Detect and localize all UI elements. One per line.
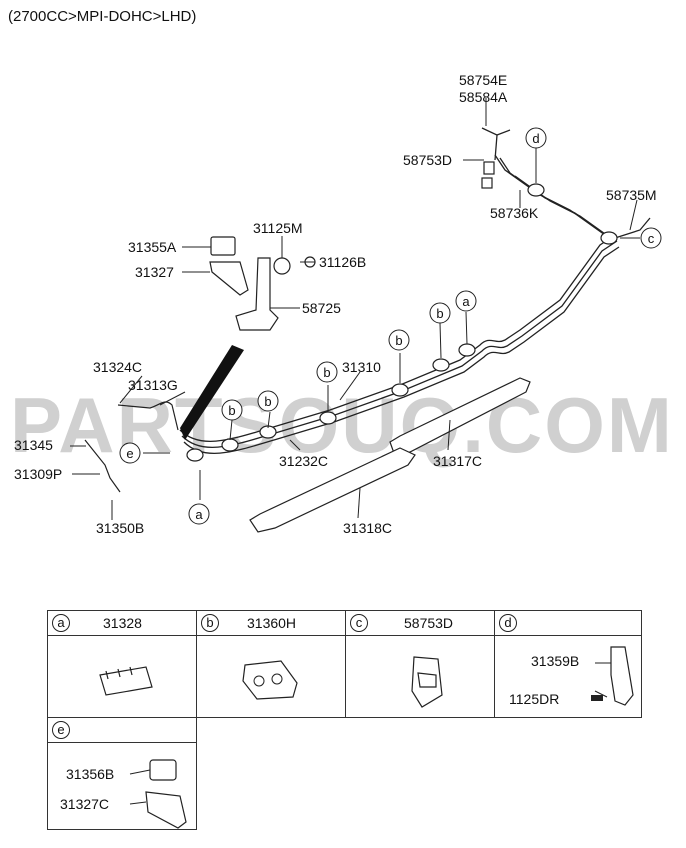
callout-a-1: a [462,294,470,309]
label-58735M: 58735M [606,187,657,203]
label-31232C: 31232C [279,453,328,469]
callouts [119,127,662,525]
watermark: PARTSOUQ.COM [10,381,674,469]
legend-header-c: c 58753D [346,611,494,636]
mount-parts [209,236,316,331]
callout-e: e [126,446,133,461]
diagram-title: (2700CC>MPI-DOHC>LHD) [8,8,197,25]
legend-header-b: b 31360H [197,611,345,636]
left-fittings [84,401,179,493]
fuel-line-assembly [179,127,651,454]
clip-31356B-illustration [129,759,187,829]
label-31309P: 31309P [14,466,62,482]
legend-table: a 31328 b 31360H c 58753D d [47,610,642,830]
label-31317C: 31317C [433,453,482,469]
callout-b-2: b [395,333,402,348]
protector-brackets [249,377,531,533]
direction-arrow [180,345,244,440]
label-31125M: 31125M [253,220,303,236]
legend-letter-d: d [499,614,517,632]
callout-b-3: b [323,365,330,380]
callout-b-1: b [436,306,443,321]
legend-code-31327C: 31327C [60,796,110,812]
label-31345: 31345 [14,437,53,453]
clip-58753D-illustration [411,656,443,708]
legend-header-e: e [48,718,196,743]
label-58584A: 58584A [459,89,508,105]
label-31126B: 31126B [319,254,366,270]
legend-code-b: 31360H [247,615,297,631]
legend-letter-c: c [350,614,368,632]
label-31355A: 31355A [128,239,177,255]
label-31313G: 31313G [128,377,178,393]
legend-header-d: d [495,611,641,636]
clip-31328-illustration [99,666,153,696]
label-31350B: 31350B [96,520,144,536]
label-58736K: 58736K [490,205,539,221]
legend-cell-c: c 58753D [345,610,495,718]
label-31318C: 31318C [343,520,392,536]
legend-cell-e: e 31356B 31327C [47,717,197,830]
legend-code-a: 31328 [103,615,142,631]
label-58754E: 58754E [459,72,507,88]
legend-code-c: 58753D [404,615,454,631]
callout-d: d [532,131,539,146]
leader-lines [70,98,640,520]
label-58725: 58725 [302,300,341,316]
callout-b-5: b [228,403,235,418]
clip-31360H-illustration [242,660,298,700]
legend-code-31356B: 31356B [66,766,115,782]
label-31310: 31310 [342,359,381,375]
label-31324C: 31324C [93,359,142,375]
clip-markers [186,161,618,462]
callout-a-2: a [195,507,203,522]
legend-code-1125DR: 1125DR [509,691,560,707]
legend-letter-b: b [201,614,219,632]
callout-c: c [648,231,655,246]
legend-cell-b: b 31360H [196,610,346,718]
legend-cell-d: d 31359B 1125DR [494,610,642,718]
legend-letter-e: e [52,721,70,739]
legend-header-a: a 31328 [48,611,196,636]
label-31327: 31327 [135,264,174,280]
legend-cell-a: a 31328 [47,610,197,718]
label-58753D: 58753D [403,152,452,168]
legend-letter-a: a [52,614,70,632]
clip-31359B-illustration [591,646,634,706]
callout-b-4: b [264,394,271,409]
legend-code-31359B: 31359B [531,653,580,669]
